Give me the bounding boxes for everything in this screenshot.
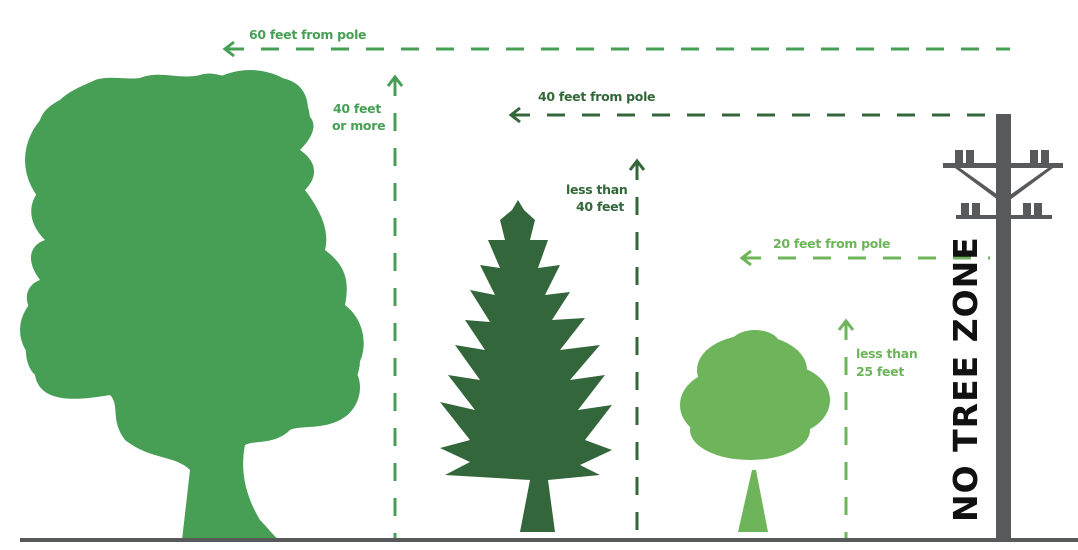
height-arrow-less-than-40ft	[628, 158, 646, 538]
conifer-height-label-line1: less than	[566, 182, 628, 197]
height-arrow-40ft-or-more	[386, 74, 404, 538]
small-deciduous-tree-illustration	[680, 330, 830, 532]
distance-arrow-40ft	[508, 106, 995, 124]
distance-arrow-60ft	[222, 40, 1010, 58]
conifer-distance-label: 40 feet from pole	[538, 89, 656, 104]
large-tree-height-label-line1: 40 feet	[333, 101, 382, 116]
large-tree-height-label-line2: or more	[332, 118, 386, 133]
distance-arrow-20ft	[739, 249, 990, 267]
small-tree-height-label-line2: 25 feet	[856, 364, 905, 379]
small-tree-height-label-line1: less than	[856, 346, 918, 361]
ground-line	[20, 538, 1078, 542]
small-tree-distance-label: 20 feet from pole	[773, 236, 891, 251]
no-tree-zone-label: NO TREE ZONE	[946, 236, 985, 522]
height-arrow-less-than-25ft	[837, 318, 855, 538]
large-tree-illustration	[20, 70, 364, 540]
utility-pole-illustration	[943, 114, 1063, 540]
conifer-tree-illustration	[440, 200, 612, 532]
conifer-height-label-line2: 40 feet	[576, 199, 625, 214]
large-tree-distance-label: 60 feet from pole	[249, 27, 367, 42]
